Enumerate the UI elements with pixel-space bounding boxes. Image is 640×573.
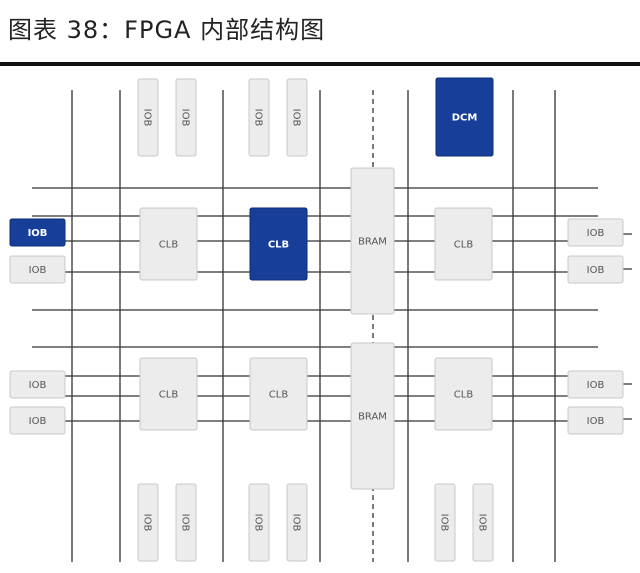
iob-left-3-label: IOB <box>29 380 47 391</box>
clb-1-1-label: CLB <box>159 240 179 251</box>
dcm-label: DCM <box>452 113 478 124</box>
clb-2-3-box <box>434 357 493 431</box>
iob-bottom-6-label: IOB <box>477 514 488 532</box>
iob-left-3: IOB <box>9 370 66 399</box>
dcm: DCM <box>435 77 494 157</box>
iob-right-3: IOB <box>567 370 624 399</box>
iob-bottom-4-box <box>286 483 308 562</box>
iob-bottom-1-label: IOB <box>142 514 153 532</box>
iob-top-3-label: IOB <box>253 109 264 127</box>
iob-top-2-box <box>175 78 197 157</box>
iob-bottom-2-label: IOB <box>180 514 191 532</box>
iob-bottom-4: IOB <box>286 483 308 562</box>
clb-1-3-label: CLB <box>454 240 474 251</box>
iob-left-4: IOB <box>9 406 66 435</box>
iob-bottom-3: IOB <box>248 483 270 562</box>
clb-2-1-label: CLB <box>159 390 179 401</box>
iob-left-2-box <box>9 255 66 284</box>
iob-left-1-box <box>9 218 66 247</box>
iob-right-2-label: IOB <box>587 265 605 276</box>
iob-bottom-3-label: IOB <box>253 514 264 532</box>
dcm-box <box>435 77 494 157</box>
iob-bottom-4-label: IOB <box>291 514 302 532</box>
clb-1-2-label: CLB <box>268 240 289 251</box>
iob-top-4-label: IOB <box>291 109 302 127</box>
iob-right-1: IOB <box>567 218 624 247</box>
clb-2-2: CLB <box>249 357 308 431</box>
clb-2-3-label: CLB <box>454 390 474 401</box>
bram-1: BRAM <box>350 167 395 315</box>
iob-top-2: IOB <box>175 78 197 157</box>
iob-bottom-6: IOB <box>472 483 494 562</box>
iob-left-1: IOB <box>9 218 66 247</box>
clb-1-2: CLB <box>249 207 308 281</box>
iob-left-3-box <box>9 370 66 399</box>
iob-right-2-box <box>567 255 624 284</box>
iob-top-4: IOB <box>286 78 308 157</box>
clb-1-2-box <box>249 207 308 281</box>
iob-bottom-5-label: IOB <box>439 514 450 532</box>
iob-right-3-box <box>567 370 624 399</box>
bram-1-label: BRAM <box>358 237 387 248</box>
iob-bottom-2: IOB <box>175 483 197 562</box>
bram-2: BRAM <box>350 342 395 490</box>
iob-bottom-5: IOB <box>434 483 456 562</box>
iob-bottom-2-box <box>175 483 197 562</box>
iob-top-3: IOB <box>248 78 270 157</box>
iob-bottom-1: IOB <box>137 483 159 562</box>
iob-right-2: IOB <box>567 255 624 284</box>
iob-left-4-box <box>9 406 66 435</box>
iob-left-2: IOB <box>9 255 66 284</box>
iob-left-2-label: IOB <box>29 265 47 276</box>
iob-bottom-5-box <box>434 483 456 562</box>
iob-right-1-box <box>567 218 624 247</box>
iob-top-1: IOB <box>137 78 159 157</box>
iob-bottom-6-box <box>472 483 494 562</box>
clb-1-1-box <box>139 207 198 281</box>
iob-top-1-label: IOB <box>142 109 153 127</box>
caption-divider <box>0 62 640 66</box>
iob-top-1-box <box>137 78 159 157</box>
figure-caption: 图表 38：FPGA 内部结构图 <box>8 16 326 44</box>
bram-1-box <box>350 167 395 315</box>
clb-1-3-box <box>434 207 493 281</box>
clb-2-1-box <box>139 357 198 431</box>
iob-right-1-label: IOB <box>587 228 605 239</box>
clb-2-2-label: CLB <box>269 390 289 401</box>
bram-2-box <box>350 342 395 490</box>
bram-2-label: BRAM <box>358 412 387 423</box>
clb-2-2-box <box>249 357 308 431</box>
routing-wires <box>10 90 632 562</box>
clb-2-3: CLB <box>434 357 493 431</box>
iob-top-3-box <box>248 78 270 157</box>
iob-right-4-label: IOB <box>587 416 605 427</box>
iob-bottom-1-box <box>137 483 159 562</box>
iob-top-4-box <box>286 78 308 157</box>
fpga-structure-diagram: CLB CLB CLB CLB CLB CLB BRAM BRAM DCM IOB IOB IOB IO… <box>9 77 632 562</box>
logic-blocks: CLB CLB CLB CLB CLB CLB BRAM BRAM DCM IOB IOB IOB IO… <box>9 77 624 562</box>
iob-right-4-box <box>567 406 624 435</box>
clb-1-1: CLB <box>139 207 198 281</box>
clb-1-3: CLB <box>434 207 493 281</box>
iob-left-1-label: IOB <box>28 228 48 239</box>
iob-bottom-3-box <box>248 483 270 562</box>
iob-right-4: IOB <box>567 406 624 435</box>
iob-top-2-label: IOB <box>180 109 191 127</box>
clb-2-1: CLB <box>139 357 198 431</box>
iob-right-3-label: IOB <box>587 380 605 391</box>
iob-left-4-label: IOB <box>29 416 47 427</box>
